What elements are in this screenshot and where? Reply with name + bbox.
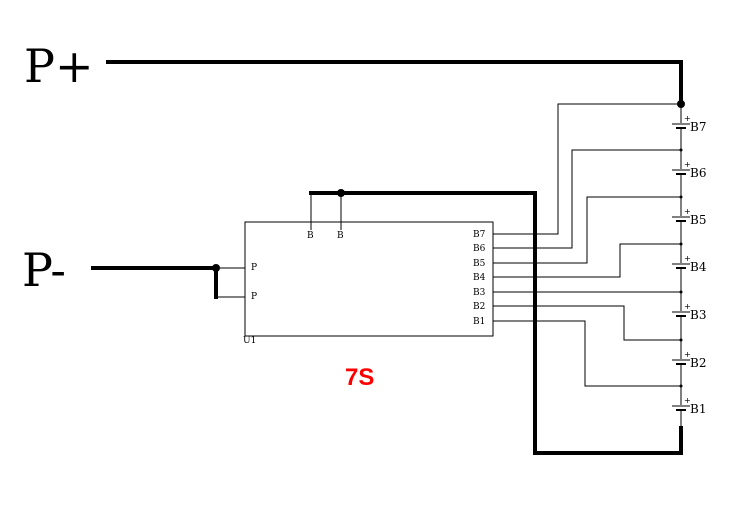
node-dot: [679, 338, 683, 342]
cell-plus-sign: +: [684, 350, 691, 359]
ic-pin-p-2: P: [251, 292, 257, 302]
p-plus-label: P+: [24, 39, 94, 93]
ic-pin-b3: B3: [473, 288, 486, 298]
ic-pin-b7: B7: [473, 230, 486, 240]
node-dot: [679, 195, 683, 199]
config-label: 7S: [345, 364, 374, 391]
return-wire: [309, 191, 683, 455]
cell-label-b7: B7: [690, 120, 706, 134]
sense-wire-b2: [493, 305, 681, 341]
cell-label-b1: B1: [690, 402, 706, 416]
sense-wire-b7: [493, 103, 681, 235]
cell-label-b2: B2: [690, 356, 706, 370]
cell-label-b3: B3: [690, 308, 706, 322]
sense-wire-b4: [493, 243, 681, 278]
ic-pin-top-2: B: [337, 231, 344, 241]
cell-plus-sign: +: [684, 254, 691, 263]
node-dot: [679, 290, 683, 294]
cell-label-b5: B5: [690, 213, 706, 227]
ic-pin-b1: B1: [473, 317, 485, 327]
cell-plus-sign: +: [684, 114, 691, 123]
ic-pin-b5: B5: [473, 259, 486, 269]
ic-pin-b2: B2: [473, 302, 485, 312]
node-dot: [679, 242, 683, 246]
ic-body: [244, 221, 494, 337]
p-minus-label: P-: [22, 243, 66, 297]
battery-stack: +B7+B6+B5+B4+B3+B2+B1: [672, 104, 707, 453]
junction-dot-top: [337, 189, 345, 197]
ic-pin-b4: B4: [473, 273, 486, 283]
cell-label-b6: B6: [690, 166, 706, 180]
sense-wire-b5: [493, 196, 681, 264]
node-dot: [679, 148, 683, 152]
p-plus-wire: [106, 60, 683, 106]
cell-label-b4: B4: [690, 260, 707, 274]
cell-plus-sign: +: [684, 207, 691, 216]
cell-plus-sign: +: [684, 160, 691, 169]
sense-wire-b6: [493, 149, 681, 249]
sense-wire-b1: [493, 320, 681, 387]
cell-plus-sign: +: [684, 396, 691, 405]
cell-plus-sign: +: [684, 302, 691, 311]
node-dot: [679, 384, 683, 388]
ic-ref-label: U1: [243, 336, 256, 346]
ic-pin-p-1: P: [251, 263, 257, 273]
ic-pin-b6: B6: [473, 244, 486, 254]
ic-pin-top-1: B: [307, 231, 314, 241]
